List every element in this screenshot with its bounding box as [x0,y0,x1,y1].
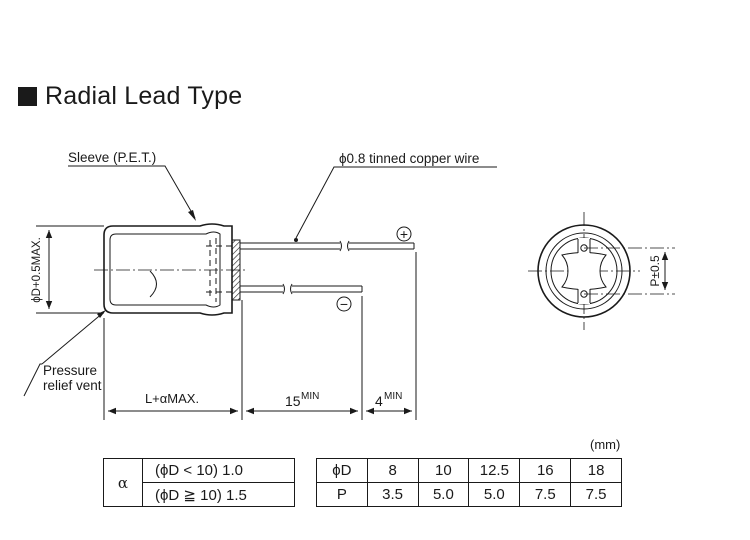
alpha-table: α (ϕD < 10) 1.0 (ϕD ≧ 10) 1.5 [103,458,295,507]
pitch-label: P±0.5 [648,255,662,287]
body-length-label: L+αMAX. [145,391,199,406]
pitch-value-cell: 7.5 [570,482,622,507]
polarity-plus-icon [396,226,412,242]
title-square-icon [18,87,37,106]
lead-length-number: 15 [285,393,301,409]
title-text: Radial Lead Type [45,82,243,110]
pitch-value-cell: 5.0 [417,482,470,507]
sleeve-label: Sleeve (P.E.T.) [68,150,156,165]
vent-label-line1: Pressure [43,363,97,378]
unit-label: (mm) [590,437,621,452]
plus-label: + [400,226,408,242]
lead-end-min: MIN [384,391,402,402]
vent-leader [23,363,42,397]
sleeve-leader [68,165,196,219]
pitch-header-cell: 8 [366,458,419,483]
lead-length-min: MIN [301,391,319,402]
pitch-value-cell: P [316,482,368,507]
pitch-header-cell: 12.5 [468,458,521,483]
pitch-table: ϕD 8 10 12.5 16 18 P 3.5 5.0 5.0 7.5 7.5 [316,458,622,507]
pitch-value-cell: 5.0 [468,482,521,507]
end-view [528,212,675,330]
minus-label: − [340,296,348,312]
vent-label-line2: relief vent [43,378,102,393]
polarity-minus-icon [336,296,352,312]
pitch-table-value-row: P 3.5 5.0 5.0 7.5 7.5 [316,482,622,507]
pitch-header-cell: 10 [417,458,470,483]
wire-leader [295,166,497,239]
pitch-header-cell: 18 [570,458,622,483]
pitch-value-cell: 7.5 [519,482,572,507]
pitch-header-cell: 16 [519,458,572,483]
lead-end-number: 4 [375,393,383,409]
lead-wires [240,240,415,295]
wire-label: ϕ0.8 tinned copper wire [339,151,479,166]
alpha-row: (ϕD < 10) 1.0 [142,458,295,483]
pitch-header-cell: ϕD [316,458,368,483]
pitch-value-cell: 3.5 [366,482,419,507]
pitch-table-header-row: ϕD 8 10 12.5 16 18 [316,458,622,483]
alpha-row: (ϕD ≧ 10) 1.5 [142,482,295,507]
alpha-symbol: α [103,458,143,507]
diameter-label: ϕD+0.5MAX. [31,237,43,303]
section-title: Radial Lead Type [18,82,242,111]
capacitor-body [94,223,246,316]
